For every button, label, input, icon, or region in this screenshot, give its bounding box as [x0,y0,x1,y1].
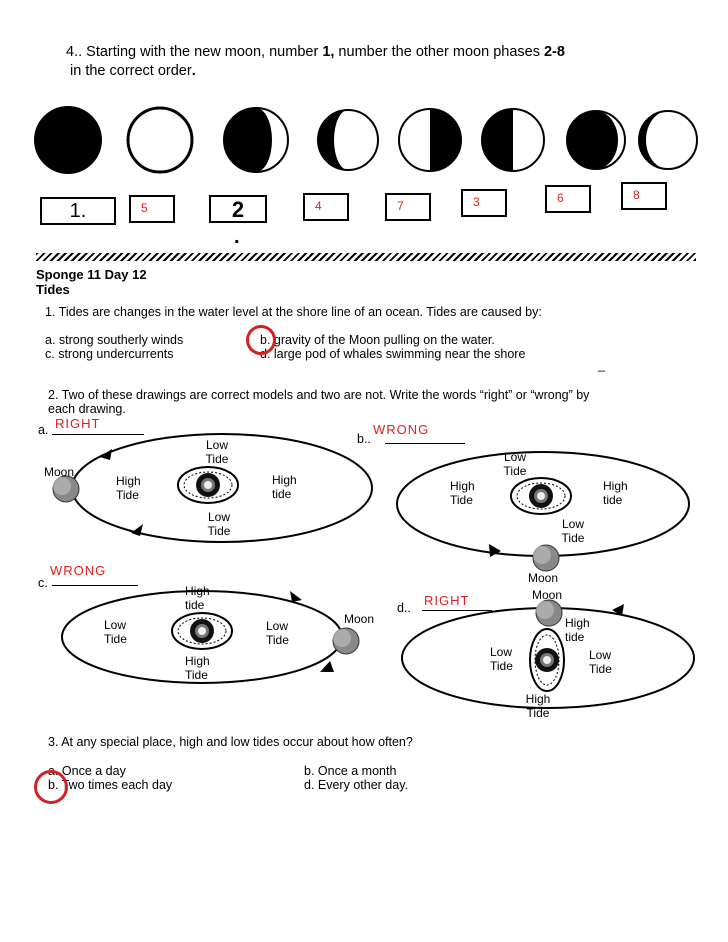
diagram-b [396,451,690,572]
moon-b [532,544,560,572]
answer-box-7[interactable]: 6 [545,185,591,213]
diagram-b-moon-label: Moon [528,571,559,585]
q1-question: 1. Tides are changes in the water level … [45,305,542,319]
diagram-d-letter: d.. [397,601,411,615]
q3-option-c[interactable]: b. Once a month [304,764,397,778]
earth-a [177,466,239,504]
orbit-arrow-c-2 [320,661,334,672]
moon-phase-waxing-crescent [223,107,289,173]
diagram-d-blank[interactable] [422,610,492,611]
answer-box-4[interactable]: 4 [303,193,349,221]
q1-dash: _ [598,358,605,372]
orbit-arrow-a [100,449,112,460]
tides-subtitle: Tides [36,282,70,297]
diagram-c-moon-label: Moon [344,612,375,626]
moon-phase-last-quarter [398,108,462,172]
answer-box-3-dot: . [234,226,240,248]
diagram-d-moon-label: Moon [532,588,563,602]
q2-line1: 2. Two of these drawings are correct mod… [48,388,590,402]
q3-option-b[interactable]: b. Two times each day [48,778,173,792]
q3-option-d[interactable]: d. Every other day. [304,778,408,792]
earth-c [171,612,233,650]
moon-phase-full [126,106,194,174]
diagram-a-letter: a. [38,423,49,437]
diagram-b-blank[interactable] [385,443,465,444]
diagram-c-letter: c. [38,576,48,590]
diagram-a [52,433,373,543]
q4-line1: 4.. Starting with the new moon, number 1… [66,44,565,60]
q1-option-c[interactable]: c. strong undercurrents [45,347,174,361]
orbit-arrow-a-2 [131,524,143,536]
answer-box-3[interactable]: 2 [209,195,267,223]
moon-c [332,627,360,655]
q3-answer-circle [34,770,68,804]
moon-phases [34,106,698,174]
q1-answer-circle [246,325,276,355]
q3-option-a[interactable]: a. Once a day [48,764,126,778]
moon-a [52,475,80,503]
earth-b [510,477,572,515]
q2-line2: each drawing. [48,402,126,416]
sponge-title: Sponge 11 Day 12 [36,267,147,282]
diagram-a-moon-label: Moon [44,465,75,479]
moon-d [535,599,563,627]
diagram-c [61,590,360,684]
diagram-b-letter: b.. [357,432,371,446]
q1-option-b[interactable]: b. gravity of the Moon pulling on the wa… [260,333,495,347]
diagram-c-answer: WRONG [50,563,107,578]
diagram-d [401,599,695,709]
q1-option-a[interactable]: a. strong southerly winds [45,333,184,347]
answer-box-8[interactable]: 8 [621,182,667,210]
diagram-d-answer: RIGHT [424,593,470,608]
moon-phase-first-quarter [481,108,545,172]
diagram-b-answer: WRONG [373,422,430,437]
answer-box-1[interactable]: 1. [40,197,116,225]
orbit-arrow-b [489,544,501,557]
earth-d [529,628,565,692]
q3-question: 3. At any special place, high and low ti… [48,735,413,749]
answer-box-6[interactable]: 3 [461,189,507,217]
orbit-arrow-c [290,591,302,602]
answer-box-5[interactable]: 7 [385,193,431,221]
hatched-divider [36,253,696,261]
diagram-a-answer: RIGHT [55,416,101,431]
orbit-arrow-d [612,604,624,616]
moon-phase-waning-crescent [638,110,698,170]
diagram-c-blank[interactable] [52,585,138,586]
moon-phase-new [34,106,102,174]
moon-phase-waning-gibbous [317,109,379,171]
q4-line2: in the correct order. [70,63,196,79]
answer-box-2[interactable]: 5 [129,195,175,223]
diagram-a-blank[interactable] [52,434,144,435]
q1-option-d[interactable]: d. large pod of whales swimming near the… [260,347,526,361]
moon-phase-waxing-gibbous [566,110,626,170]
